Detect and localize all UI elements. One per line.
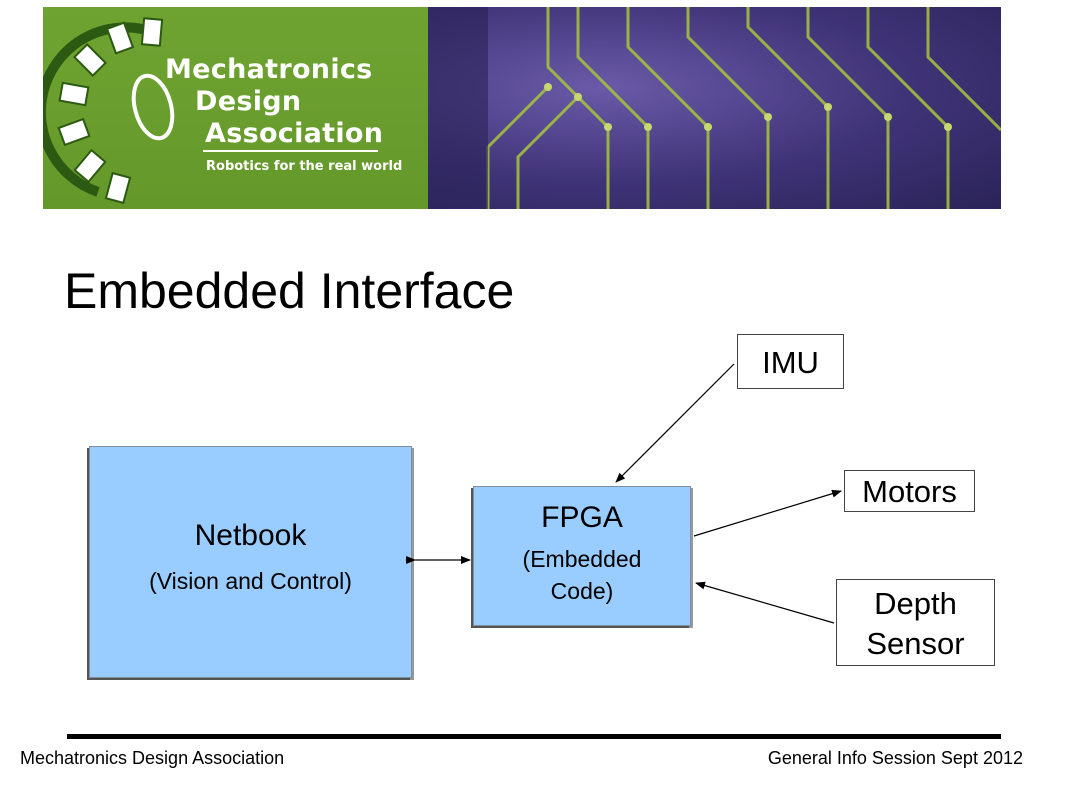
depth-sensor-label: Depth Sensor [837, 584, 994, 664]
header-banner: Mechatronics Design Association Robotics… [43, 7, 1001, 209]
imu-to-fpga-arrow [615, 363, 735, 483]
motors-label: Motors [862, 474, 957, 509]
circuit-board-image [428, 7, 1001, 209]
depth-sensor-line-2: Sensor [866, 626, 965, 661]
depth-to-fpga-arrow [695, 581, 835, 624]
footer-organization: Mechatronics Design Association [20, 748, 285, 768]
netbook-subtitle: (Vision and Control) [149, 568, 352, 594]
fpga-subtitle: (Embedded Code) [474, 543, 690, 607]
slide-title: Embedded Interface [64, 263, 515, 319]
motors-box: Motors [844, 470, 975, 512]
depth-sensor-line-1: Depth [874, 586, 957, 621]
fpga-subtitle-line-1: (Embedded [522, 546, 642, 572]
netbook-box: Netbook (Vision and Control) [89, 446, 412, 678]
footer-divider [67, 734, 1001, 739]
logo-text-line-2: Design [195, 86, 302, 117]
depth-sensor-box: Depth Sensor [836, 579, 995, 666]
netbook-title: Netbook [194, 519, 307, 552]
gear-icon [43, 17, 175, 205]
fpga-to-motors-arrow [693, 489, 842, 537]
logo-tagline: Robotics for the real world [206, 159, 403, 174]
fpga-box: FPGA (Embedded Code) [473, 486, 691, 626]
imu-label: IMU [762, 345, 819, 380]
fpga-title: FPGA [541, 501, 623, 534]
imu-box: IMU [737, 334, 844, 389]
logo-underline [203, 150, 378, 152]
logo-text-line-3: Association [205, 118, 384, 149]
logo-text-line-1: Mechatronics [165, 54, 373, 85]
circuit-traces [428, 7, 1001, 209]
logo-panel: Mechatronics Design Association Robotics… [43, 7, 428, 209]
footer-session: General Info Session Sept 2012 [767, 748, 1023, 768]
fpga-subtitle-line-2: Code) [550, 578, 614, 604]
